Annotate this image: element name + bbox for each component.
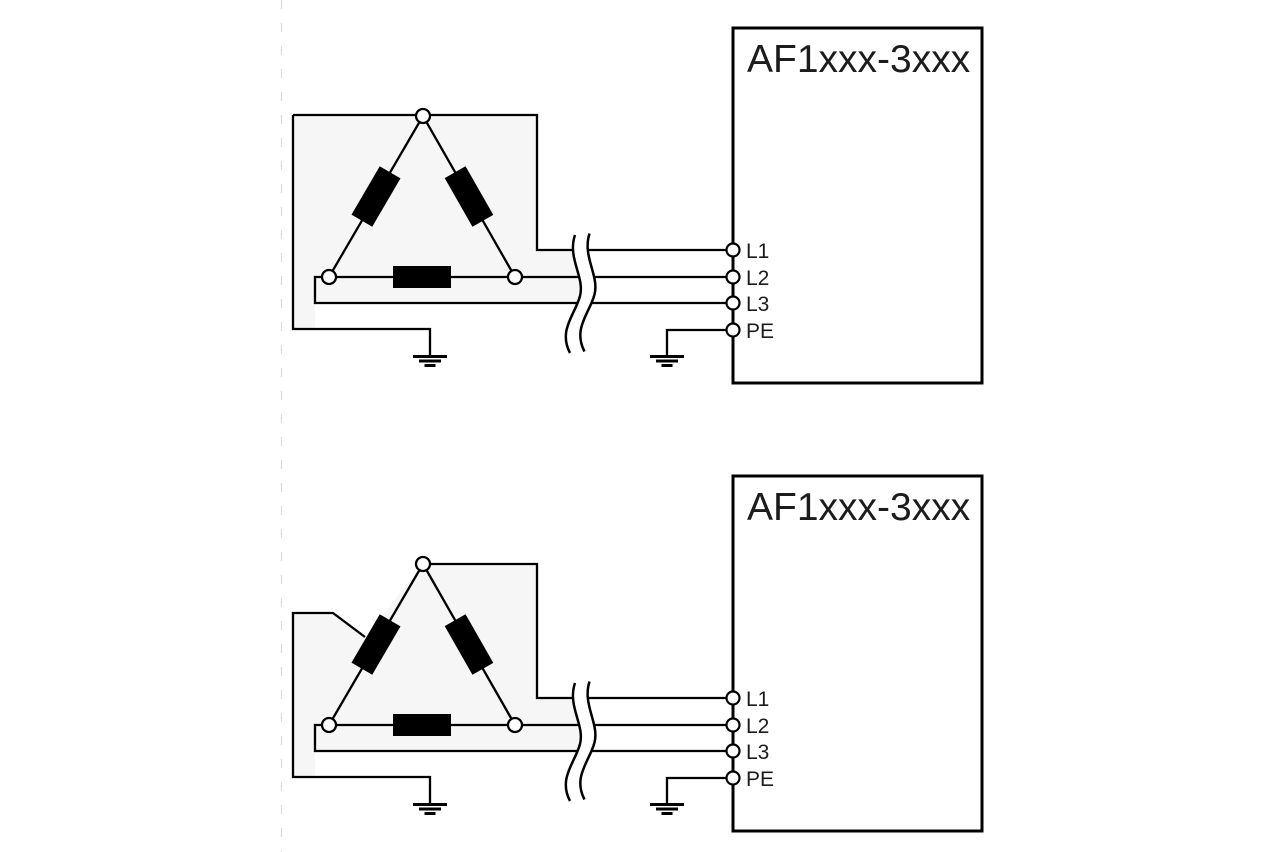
- winding-bottom: [393, 714, 451, 736]
- connection-node-icon: [320, 268, 338, 286]
- terminal-label-l3: L3: [746, 293, 769, 316]
- terminal-label-pe: PE: [746, 320, 774, 343]
- wire-winding-tap-ground: [291, 611, 432, 804]
- connection-node-icon: [506, 716, 524, 734]
- connection-node-icon: [414, 107, 432, 125]
- wire-l1: [423, 562, 733, 700]
- winding-right: [444, 614, 494, 675]
- wire-pe: [665, 328, 733, 356]
- wire-pe: [665, 776, 733, 804]
- terminal-label-l3: L3: [746, 741, 769, 764]
- earth-ground-icon: [413, 355, 447, 367]
- delta-transformer-symbol: [320, 555, 524, 736]
- connection-node-icon: [506, 268, 524, 286]
- terminal-label-pe: PE: [746, 768, 774, 791]
- terminal-label-l1: L1: [746, 240, 769, 263]
- terminal-label-l1: L1: [746, 688, 769, 711]
- diagram-top-corner-grounded-delta: AF1xxx-3xxx L1 L2 L3 PE: [291, 26, 984, 385]
- earth-ground-icon: [650, 355, 684, 367]
- terminal-label-l2: L2: [746, 715, 769, 738]
- cable-break-icon: [564, 233, 597, 354]
- device-terminals: L1 L2 L3 PE: [725, 688, 774, 791]
- device-label: AF1xxx-3xxx: [747, 486, 971, 529]
- earth-ground-icon: [650, 803, 684, 815]
- diagram-bottom-winding-grounded-delta: AF1xxx-3xxx L1 L2 L3 PE: [291, 474, 984, 833]
- terminal-node-icon: [725, 717, 741, 733]
- device-box: [731, 474, 984, 833]
- terminal-node-icon: [725, 743, 741, 759]
- winding-right: [444, 166, 494, 227]
- winding-bottom: [393, 266, 451, 288]
- winding-left: [351, 166, 401, 227]
- delta-transformer-symbol: [320, 107, 524, 288]
- terminal-node-icon: [725, 690, 741, 706]
- cable-break-icon: [564, 681, 597, 802]
- winding-left: [351, 614, 401, 675]
- device-label: AF1xxx-3xxx: [747, 38, 971, 81]
- connection-node-icon: [414, 555, 432, 573]
- terminal-label-l2: L2: [746, 267, 769, 290]
- terminal-node-icon: [725, 295, 741, 311]
- device-box: [731, 26, 984, 385]
- device-terminals: L1 L2 L3 PE: [725, 240, 774, 343]
- terminal-node-icon: [725, 242, 741, 258]
- terminal-node-icon: [725, 269, 741, 285]
- connection-node-icon: [320, 716, 338, 734]
- wire-corner-ground: [291, 115, 432, 356]
- earth-ground-icon: [413, 803, 447, 815]
- terminal-node-icon: [725, 770, 741, 786]
- terminal-node-icon: [725, 322, 741, 338]
